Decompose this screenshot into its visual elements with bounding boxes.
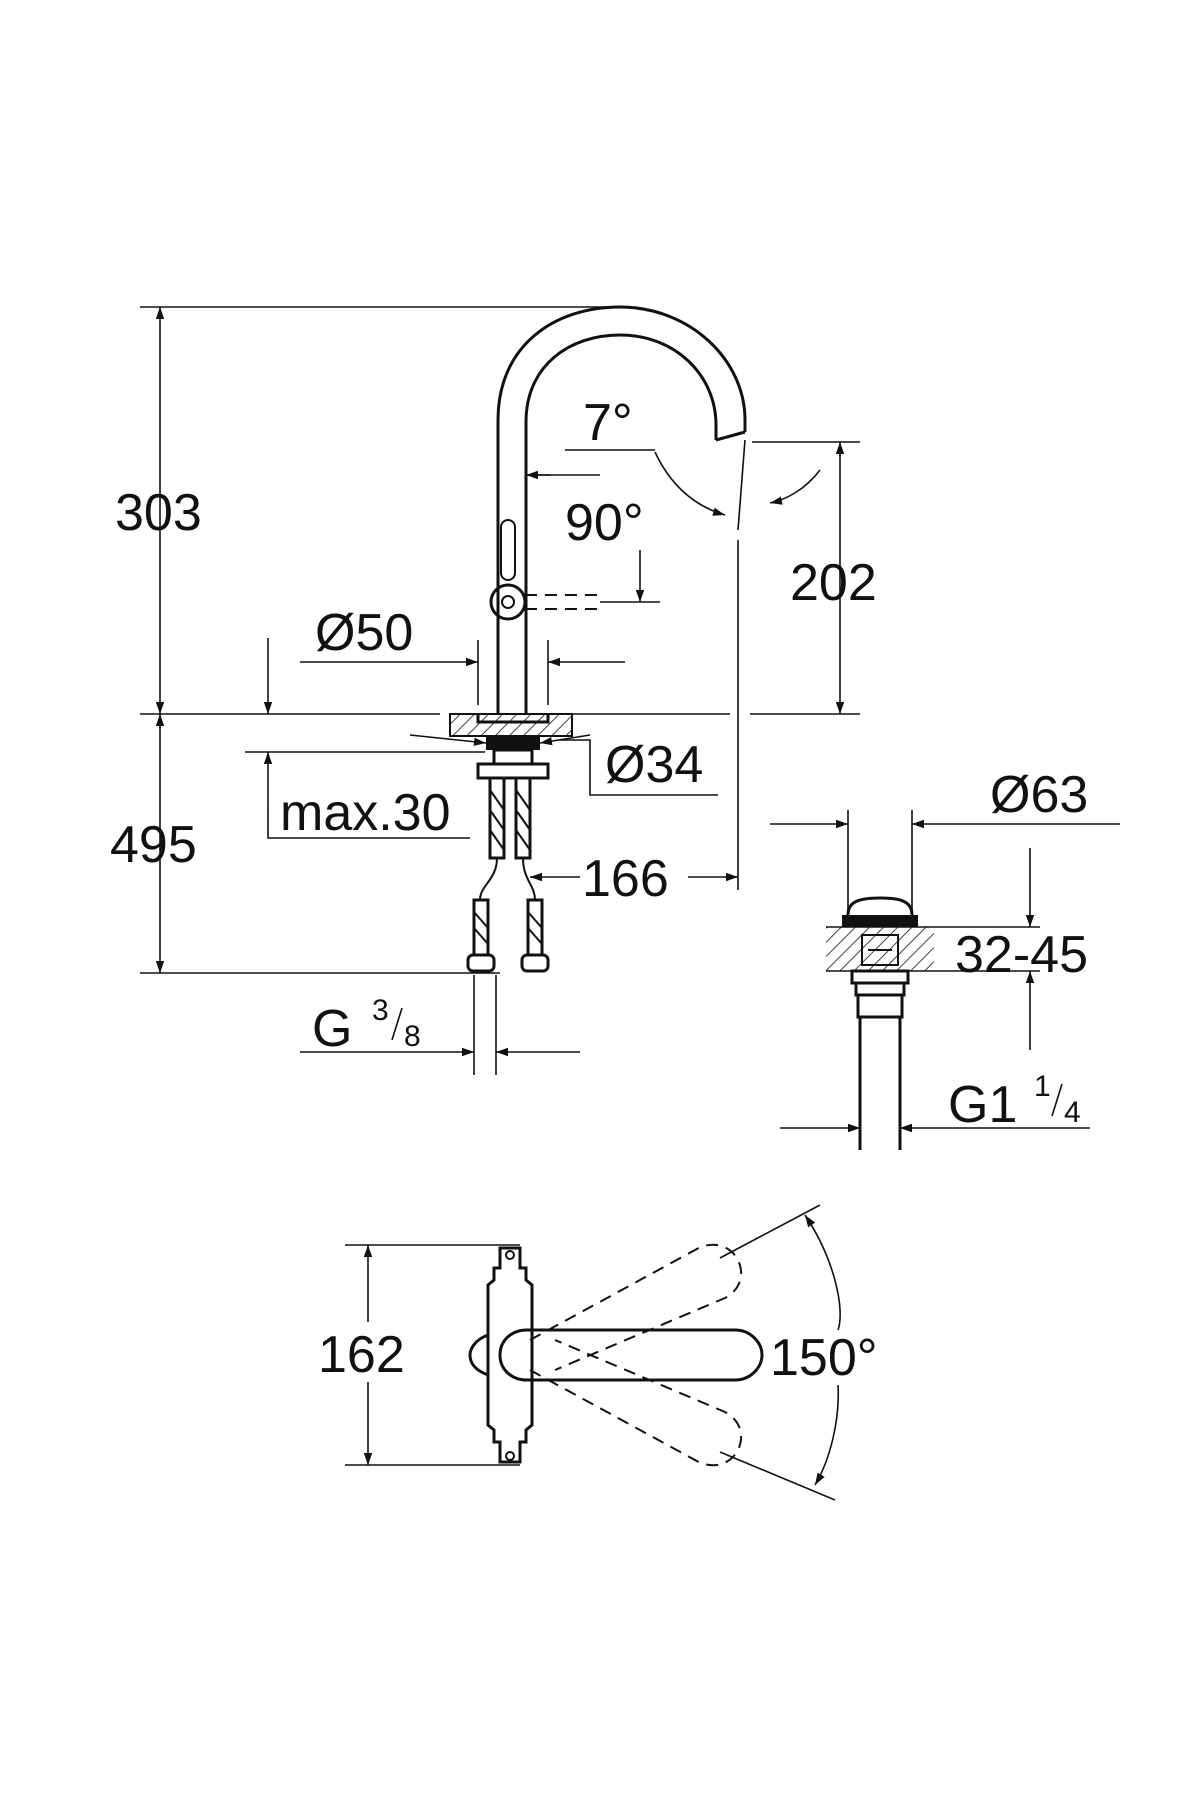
supply-hose-right xyxy=(514,776,550,973)
hose-right-connector xyxy=(520,953,550,973)
lever-position-lower-dashed xyxy=(529,1339,743,1467)
hose-left-braid-lower xyxy=(473,911,489,945)
dim-63-label: Ø63 xyxy=(990,766,1088,824)
counter-section-hatch xyxy=(450,714,572,736)
hose-right-braid-lower xyxy=(527,911,543,945)
angle-90-label: 90° xyxy=(565,494,644,552)
supply-hose-left xyxy=(466,776,506,973)
g38-label-den: 8 xyxy=(404,1020,421,1053)
lever-handle xyxy=(500,519,516,581)
hose-right-lower xyxy=(526,898,544,957)
base-plate-hole-bottom xyxy=(505,1451,515,1461)
g38-label-main: G xyxy=(312,1000,352,1058)
waste-nut-bottom xyxy=(856,993,904,1019)
lever-hub xyxy=(489,583,527,621)
waste-view: Ø63 32-45 G1 1 4 xyxy=(770,766,1120,1150)
spout-outlet xyxy=(715,430,746,442)
fixing-plate xyxy=(476,762,550,780)
hose-left-braid xyxy=(489,789,505,851)
lever-position-upper-dashed xyxy=(529,1243,743,1371)
dim-34-arrow-right xyxy=(539,734,591,746)
spout-inner-contour xyxy=(524,333,718,714)
spout-outlet-axis xyxy=(737,439,746,531)
hose-left-connector xyxy=(466,953,496,973)
g38-label-num: 3 xyxy=(372,994,389,1027)
fixing-nut xyxy=(492,748,534,766)
dim-34-arrow-left xyxy=(409,734,487,746)
angle-7-arc-left xyxy=(654,451,726,516)
angle-150-ext-top xyxy=(719,1204,821,1259)
top-view: 162 150° xyxy=(315,1204,878,1501)
dim-34-leader xyxy=(560,739,718,796)
g114-label-main: G1 xyxy=(948,1076,1017,1134)
dim-162-label: 162 xyxy=(318,1326,405,1384)
dim-303-label: 303 xyxy=(115,484,202,542)
lever-pivot xyxy=(501,595,515,609)
waste-flange xyxy=(842,915,918,927)
waste-body-window xyxy=(861,934,899,966)
dim-166-label: 166 xyxy=(582,850,669,908)
dim-495-label: 495 xyxy=(110,816,197,874)
base-plate-hole-top xyxy=(505,1250,515,1260)
base-plate xyxy=(486,1246,534,1464)
dim-3245-label: 32-45 xyxy=(955,926,1088,984)
dim-50-label: Ø50 xyxy=(315,604,413,662)
angle-7-label: 7° xyxy=(583,394,633,452)
dim-202-label: 202 xyxy=(790,554,877,612)
g114-label-num: 1 xyxy=(1034,1070,1051,1103)
g114-label-den: 4 xyxy=(1064,1096,1081,1129)
angle-150-arc-bottom xyxy=(814,1384,840,1486)
dim-34-label: Ø34 xyxy=(605,736,703,794)
spout-outer-contour xyxy=(496,305,747,714)
fixing-washer xyxy=(486,736,540,750)
spout-top-outline xyxy=(468,1333,489,1377)
hose-right-braid xyxy=(515,789,531,851)
angle-7-arc-right xyxy=(769,469,821,505)
angle-150-label: 150° xyxy=(770,1329,878,1387)
angle-150-ext-bottom xyxy=(719,1451,836,1501)
angle-150-arc-top xyxy=(804,1214,841,1331)
dim-162-label-bg xyxy=(315,1322,415,1382)
waste-nut-top xyxy=(850,969,910,985)
side-view: 303 495 xyxy=(110,305,877,1075)
g38-fraction-slash xyxy=(391,1007,403,1041)
hose-left-bend xyxy=(479,857,498,901)
waste-nut-mid xyxy=(854,981,906,997)
hose-right-bend xyxy=(522,857,536,901)
max-30-label: max.30 xyxy=(280,784,451,842)
g114-fraction-slash xyxy=(1051,1083,1063,1117)
faucet-body xyxy=(449,305,747,973)
hose-left-lower xyxy=(472,898,490,957)
max-30-leader xyxy=(267,810,470,839)
waste-cap xyxy=(846,896,914,916)
lever-top-view xyxy=(498,1328,764,1382)
